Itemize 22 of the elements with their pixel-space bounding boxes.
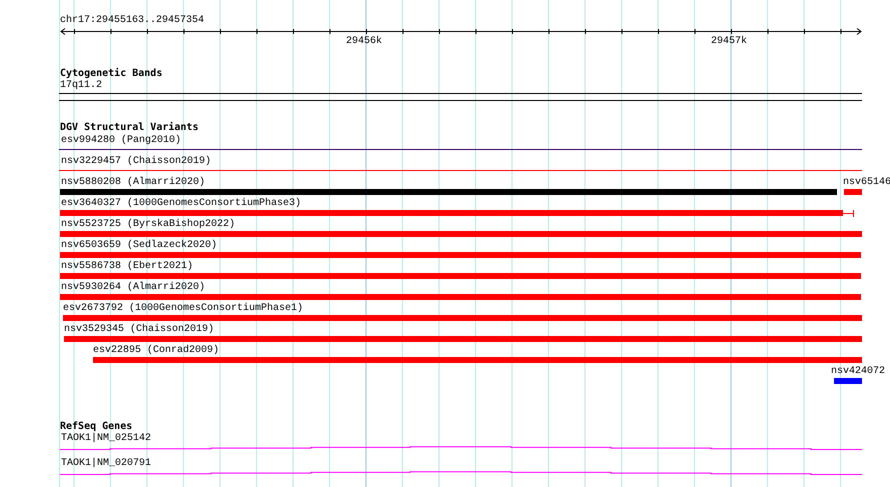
feature-label: nsv5523725 (ByrskaBishop2022) <box>61 219 236 230</box>
band-label: 17q11.2 <box>60 80 102 91</box>
feature-label: TAOK1|NM_025142 <box>61 433 152 444</box>
feature-label: esv22895 (Conrad2009) <box>93 345 220 356</box>
tick-label: 29457k <box>711 36 748 47</box>
track-title: DGV Structural Variants <box>60 122 198 133</box>
feature-label: nsv65146 <box>843 177 890 188</box>
feature-label: nsv5880208 (Almarri2020) <box>61 177 206 188</box>
feature-label: nsv3529345 (Chaisson2019) <box>64 324 214 335</box>
feature-label: esv994280 (Pang2010) <box>61 135 182 146</box>
track-title: RefSeq Genes <box>60 421 132 432</box>
coordinate-range: chr17:29455163..29457354 <box>60 15 204 26</box>
feature-label: nsv424072 <box>831 366 886 377</box>
tick-label: 29456k <box>346 36 382 47</box>
feature-label: esv3640327 (1000GenomesConsortiumPhase3) <box>61 198 302 209</box>
feature-label: nsv5930264 (Almarri2020) <box>61 282 206 293</box>
feature-label: esv2673792 (1000GenomesConsortiumPhase1) <box>63 303 304 314</box>
feature-label: TAOK1|NM_020791 <box>61 458 152 469</box>
track-title: Cytogenetic Bands <box>60 68 162 79</box>
feature-label: nsv5586738 (Ebert2021) <box>61 261 194 272</box>
feature-label: nsv3229457 (Chaisson2019) <box>61 156 212 167</box>
feature-label: nsv6503659 (Sedlazeck2020) <box>61 240 218 251</box>
